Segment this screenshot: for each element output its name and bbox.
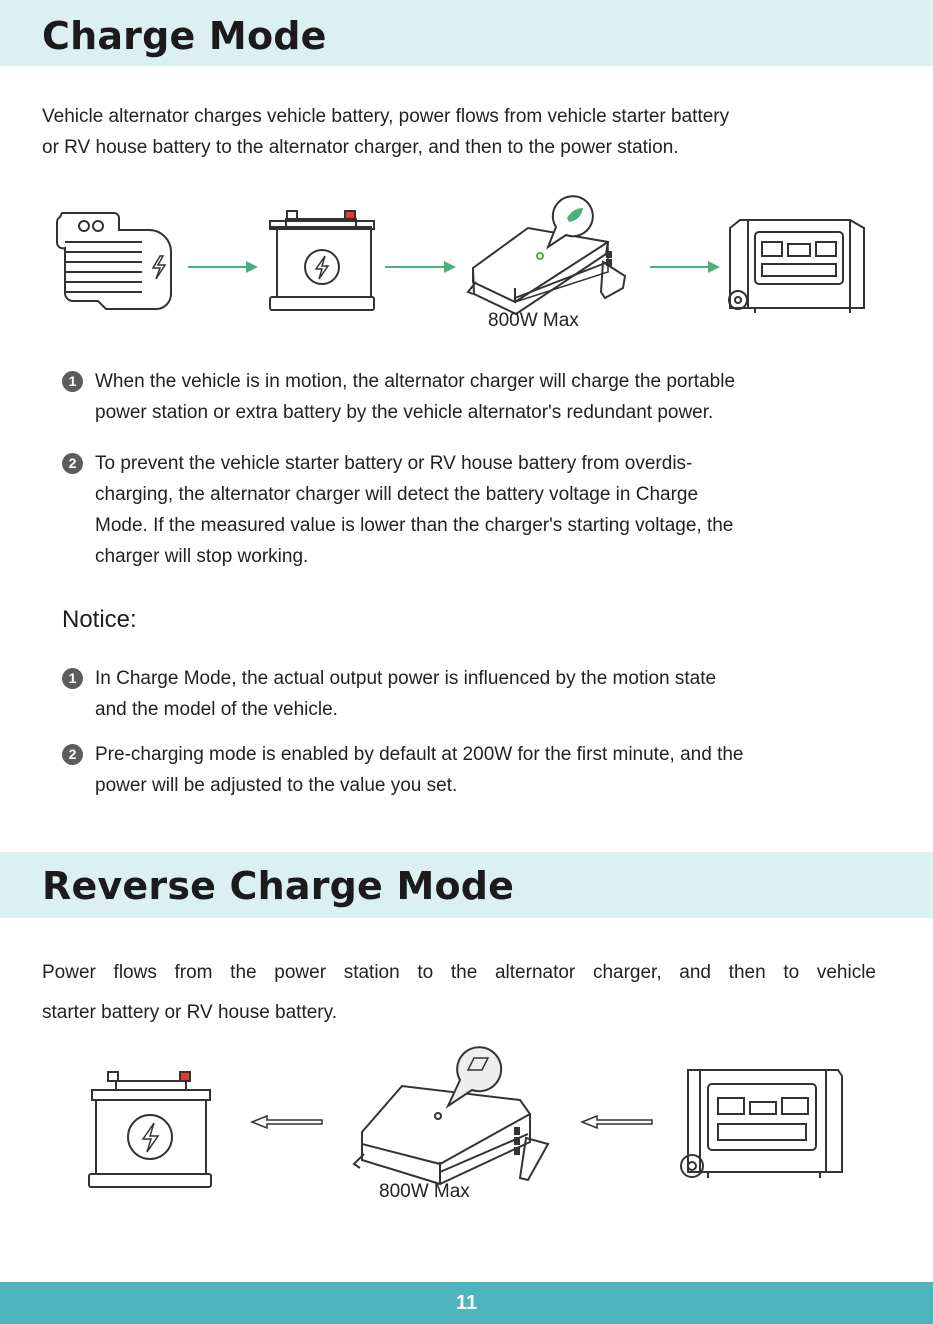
car-battery-icon bbox=[269, 210, 375, 311]
notice-item-1: 1 In Charge Mode, the actual output powe… bbox=[62, 663, 862, 725]
step-number-badge: 1 bbox=[62, 371, 83, 392]
notice-heading: Notice: bbox=[62, 606, 137, 633]
charge-step-2: 2 To prevent the vehicle starter battery… bbox=[62, 448, 862, 572]
reverse-diagram-caption: 800W Max bbox=[379, 1181, 470, 1202]
reverse-mode-title: Reverse Charge Mode bbox=[42, 864, 515, 908]
page-number: 11 bbox=[455, 1292, 478, 1314]
charge-step-1: 1 When the vehicle is in motion, the alt… bbox=[62, 366, 862, 428]
notice-number-badge: 1 bbox=[62, 668, 83, 689]
alternator-icon bbox=[56, 212, 172, 310]
leaf-icon bbox=[545, 195, 594, 250]
flow-arrow-icon bbox=[188, 261, 258, 273]
power-station-icon bbox=[680, 1069, 843, 1178]
alternator-charger-icon bbox=[352, 1084, 550, 1186]
flow-arrow-icon bbox=[385, 261, 456, 273]
mode-icon bbox=[445, 1046, 503, 1109]
page-footer: 11 bbox=[0, 1282, 933, 1324]
charge-mode-title: Charge Mode bbox=[42, 14, 327, 58]
flow-arrow-icon bbox=[579, 1114, 653, 1130]
notice-number-badge: 2 bbox=[62, 744, 83, 765]
step-number-badge: 2 bbox=[62, 453, 83, 474]
charge-diagram-caption: 800W Max bbox=[488, 310, 579, 331]
flow-arrow-icon bbox=[249, 1114, 323, 1130]
reverse-mode-diagram bbox=[88, 1046, 843, 1188]
flow-arrow-icon bbox=[650, 261, 720, 273]
charge-mode-intro: Vehicle alternator charges vehicle batte… bbox=[42, 106, 730, 158]
alternator-charger-icon bbox=[466, 226, 627, 316]
car-battery-icon bbox=[88, 1071, 212, 1188]
notice-item-2: 2 Pre-charging mode is enabled by defaul… bbox=[62, 739, 862, 801]
reverse-mode-intro: Power flows from the power station to th… bbox=[42, 962, 876, 1023]
charge-mode-header: Charge Mode bbox=[0, 0, 933, 66]
charge-mode-diagram bbox=[56, 195, 865, 316]
reverse-mode-header: Reverse Charge Mode bbox=[0, 852, 933, 918]
power-station-icon bbox=[728, 219, 865, 313]
